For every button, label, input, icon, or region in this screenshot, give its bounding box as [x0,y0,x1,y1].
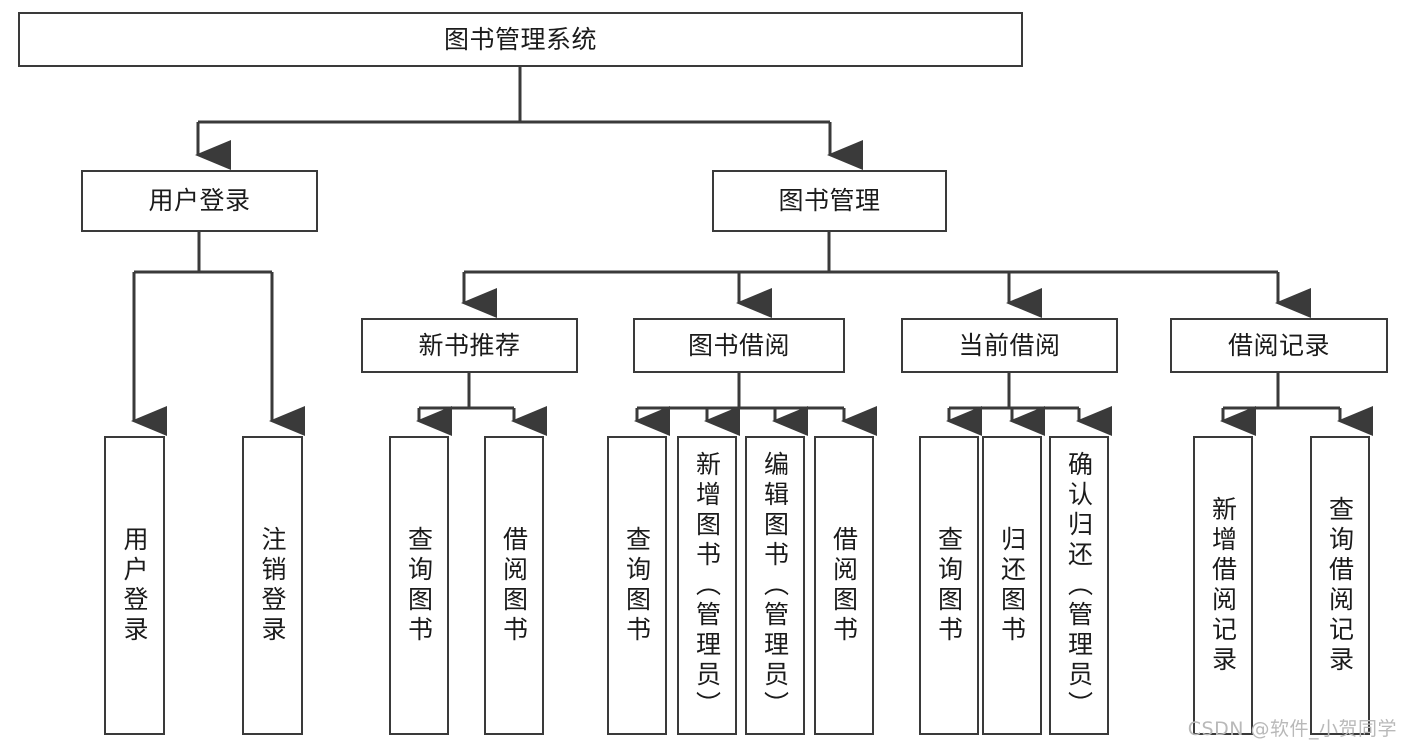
node-label: 当前借阅 [958,330,1061,360]
node-label: 查询图书 [622,525,652,646]
node-user-login[interactable]: 用户登录 [81,170,318,232]
node-label: 图书管理系统 [443,24,597,54]
leaf-confirm-return-admin[interactable]: 确认归还（管理员） [1049,436,1109,735]
node-label: 编辑图书（管理员） [760,450,790,721]
node-label: 图书借阅 [687,330,790,360]
leaf-user-login[interactable]: 用户登录 [104,436,165,735]
leaf-query-book[interactable]: 查询图书 [607,436,667,735]
leaf-query-book-current[interactable]: 查询图书 [919,436,979,735]
node-label: 查询图书 [404,525,434,646]
node-label: 图书管理 [778,186,881,216]
node-label: 新书推荐 [418,330,521,360]
node-book-management[interactable]: 图书管理 [712,170,947,232]
node-label: 借阅记录 [1227,330,1330,360]
node-new-book-recommend[interactable]: 新书推荐 [361,318,578,373]
leaf-edit-book-admin[interactable]: 编辑图书（管理员） [745,436,805,735]
node-label: 确认归还（管理员） [1064,450,1094,721]
leaf-query-book-recommend[interactable]: 查询图书 [389,436,449,735]
node-label: 归还图书 [997,525,1027,646]
node-label: 查询借阅记录 [1325,495,1355,676]
leaf-borrow-book[interactable]: 借阅图书 [814,436,874,735]
node-label: 借阅图书 [499,525,529,646]
watermark-text: CSDN @软件_小贺同学 [1187,718,1397,740]
node-label: 借阅图书 [829,525,859,646]
node-current-borrow[interactable]: 当前借阅 [901,318,1118,373]
leaf-add-borrow-record[interactable]: 新增借阅记录 [1193,436,1253,735]
leaf-return-book[interactable]: 归还图书 [982,436,1042,735]
node-borrow-record[interactable]: 借阅记录 [1170,318,1388,373]
leaf-borrow-book-recommend[interactable]: 借阅图书 [484,436,544,735]
node-label: 用户登录 [148,186,251,216]
node-root-system[interactable]: 图书管理系统 [18,12,1023,67]
node-label: 查询图书 [934,525,964,646]
leaf-user-logout[interactable]: 注销登录 [242,436,303,735]
leaf-query-borrow-record[interactable]: 查询借阅记录 [1310,436,1370,735]
node-label: 注销登录 [258,525,287,646]
node-label: 新增图书（管理员） [692,450,722,721]
node-label: 用户登录 [120,525,149,646]
leaf-add-book-admin[interactable]: 新增图书（管理员） [677,436,737,735]
node-book-borrow[interactable]: 图书借阅 [633,318,845,373]
node-label: 新增借阅记录 [1208,495,1238,676]
